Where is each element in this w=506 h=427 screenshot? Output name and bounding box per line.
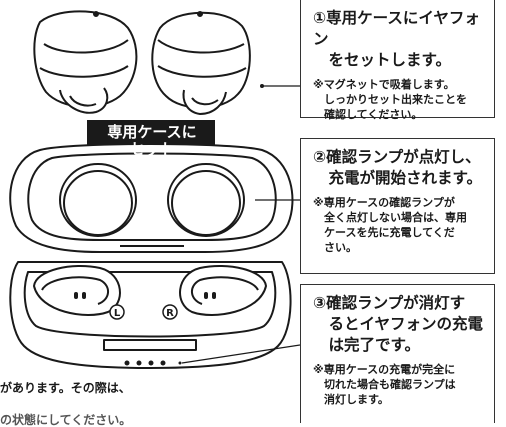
right-earbud-icon [151, 11, 251, 115]
step-2-note: ※専用ケースの確認ランプが 全く点灯しない場合は、専用 ケースを先に充電してくだ… [313, 196, 467, 254]
step-3-text: ③確認ランプが消灯す るとイヤフォンの充電 は完了です。 [313, 294, 484, 354]
earphone-case-illustration: L R [9, 10, 300, 369]
step-3-box: ③確認ランプが消灯す るとイヤフォンの充電 は完了です。 ※専用ケースの充電が完… [300, 284, 495, 423]
step-3-note: ※専用ケースの充電が完全に 切れた場合も確認ランプは 消灯します。 [313, 363, 456, 406]
leader-line-3 [181, 344, 300, 364]
step-1-note: ※マグネットで吸着します。 しっかりセット出来たことを 確認してください。 [313, 78, 467, 121]
left-earbud-icon [33, 10, 138, 114]
case-base [9, 261, 292, 369]
step-1-text: ①専用ケースにイヤフォン をセットします。 [313, 9, 480, 69]
bottom-text-line-1: があります。その際は、 [0, 381, 131, 395]
step-2-text: ②確認ランプが点灯し、 充電が開始されます。 [313, 148, 482, 187]
step-1-box: ①専用ケースにイヤフォン をセットします。 ※マグネットで吸着します。 しっかり… [300, 0, 495, 121]
indicator-lamps [124, 360, 182, 366]
bottom-text-line-2: の状態にしてください。 [0, 413, 132, 427]
step-2-box: ②確認ランプが点灯し、 充電が開始されます。 ※専用ケースの確認ランプが 全く点… [300, 138, 495, 274]
left-mark: L [114, 308, 121, 319]
right-mark: R [166, 308, 174, 319]
case-lid [9, 143, 294, 253]
arrow-label: 専用ケースに セット [107, 123, 197, 158]
